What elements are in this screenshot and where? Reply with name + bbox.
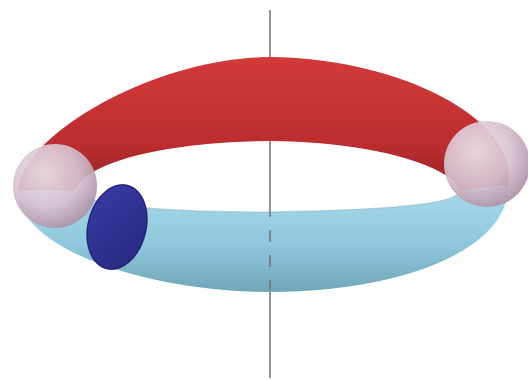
right-sphere	[444, 121, 528, 207]
left-sphere	[13, 144, 97, 228]
